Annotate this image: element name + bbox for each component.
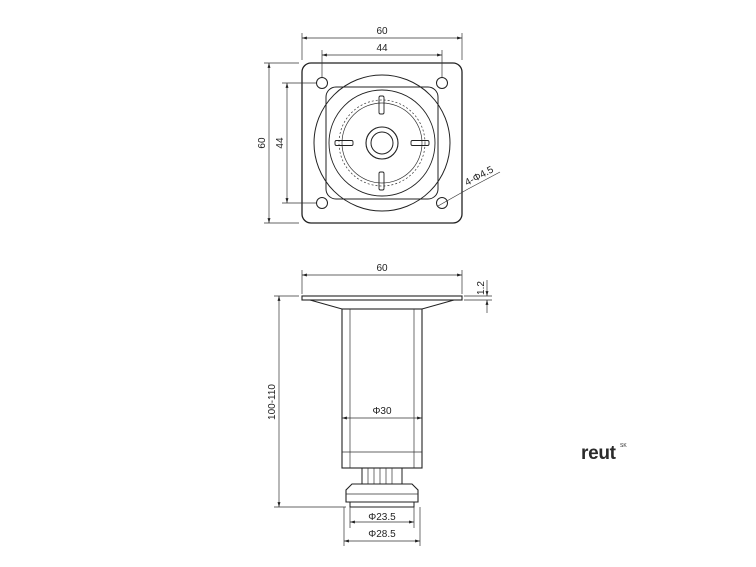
inner-square-plate xyxy=(325,86,439,200)
brand-logo: reut SK xyxy=(581,443,627,464)
dim-top-width-outer: 60 xyxy=(376,26,388,37)
ring-2 xyxy=(328,89,436,197)
center-bore-inner xyxy=(370,131,394,155)
leg-tube xyxy=(341,308,423,469)
center-bore-outer xyxy=(365,126,399,160)
dim-top-width-holes: 44 xyxy=(376,43,388,54)
slot-top xyxy=(378,95,385,115)
dim-side-height: 100-110 xyxy=(267,384,278,420)
side-view: 60 1.2 100-110 Φ30 Φ23.5 Φ28.5 xyxy=(267,263,492,546)
slot-bottom xyxy=(378,171,385,191)
adjuster-foot xyxy=(345,483,419,503)
dim-top-height-outer: 60 xyxy=(257,137,268,149)
slot-left xyxy=(334,140,354,146)
foot-pad xyxy=(349,501,415,508)
dim-plate-thickness: 1.2 xyxy=(476,281,487,295)
plate-flange xyxy=(309,299,455,310)
brand-superscript: SK xyxy=(620,443,627,449)
dim-foot-inner-diameter: Φ23.5 xyxy=(368,512,396,523)
mounting-hole-bottom-right xyxy=(436,197,448,209)
mounting-hole-top-left xyxy=(316,77,328,89)
mounting-hole-bottom-left xyxy=(316,197,328,209)
serrated-ring xyxy=(338,99,426,187)
top-view: 60 44 60 44 4-Φ4.5 xyxy=(257,26,501,224)
brand-name: reut xyxy=(581,443,617,464)
serrated-ring-inner xyxy=(341,102,423,184)
dim-foot-outer-diameter: Φ28.5 xyxy=(368,529,396,540)
side-plate xyxy=(301,295,463,301)
slot-right xyxy=(410,140,430,146)
hole-callout: 4-Φ4.5 xyxy=(463,164,496,188)
mounting-hole-top-right xyxy=(436,77,448,89)
dim-top-height-holes: 44 xyxy=(275,137,286,149)
outer-ring xyxy=(313,74,451,212)
dim-tube-diameter: Φ30 xyxy=(372,406,392,417)
mounting-plate-outline xyxy=(301,62,463,224)
dim-side-plate-width: 60 xyxy=(376,263,388,274)
